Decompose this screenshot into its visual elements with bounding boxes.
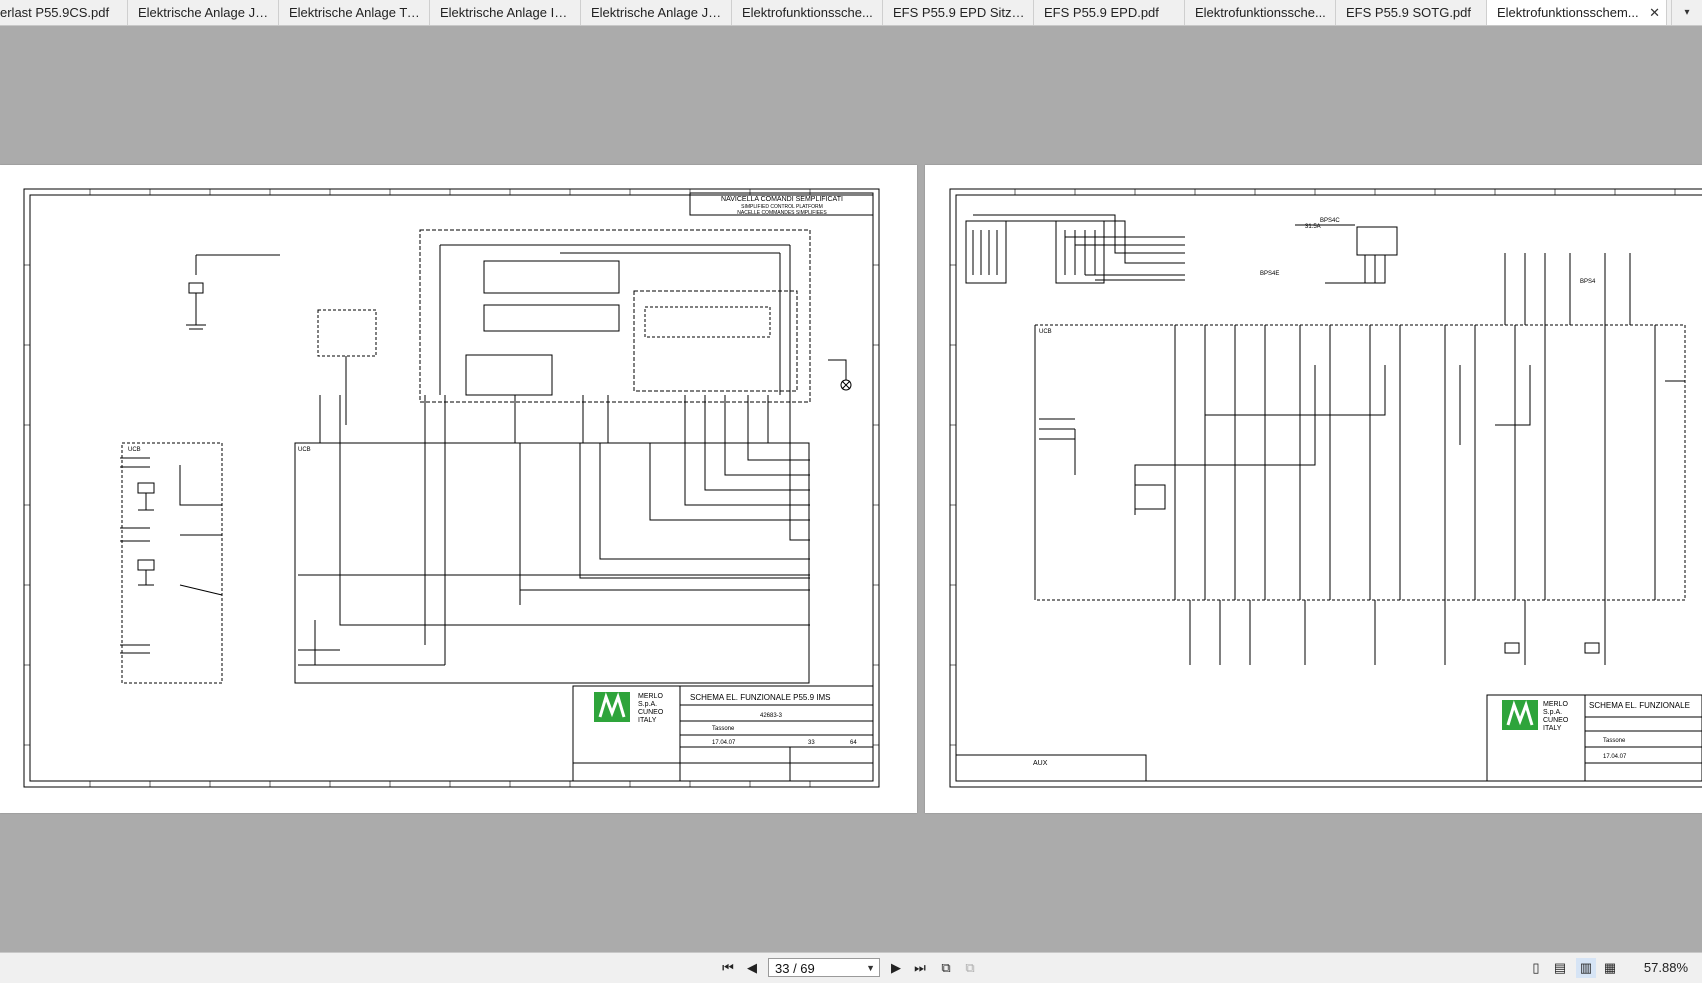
- company-line-2: S.p.A.: [1543, 709, 1562, 716]
- tab-5[interactable]: Elektrofunktionssche...: [732, 0, 883, 25]
- two-page-view-icon[interactable]: ▥: [1576, 958, 1596, 978]
- close-tab-icon[interactable]: ✕: [1649, 5, 1660, 20]
- tab-10-active[interactable]: Elektrofunktionsschem... ✕: [1487, 0, 1667, 25]
- ucb-label-left: UCB: [128, 447, 141, 453]
- bps4e-label: BPS4E: [1260, 271, 1279, 277]
- designer-name-right: Tassone: [1603, 738, 1626, 744]
- schematic-drawing-left: NAVICELLA COMANDI SEMPLIFICATI SIMPLIFIE…: [23, 188, 880, 788]
- drawing-number: 42683-3: [760, 713, 783, 719]
- tab-label: Elektrofunktionssche...: [742, 5, 873, 20]
- sheet-number: 33: [808, 740, 815, 746]
- status-bar: ⏮ ◀ 33 / 69 ▼ ▶ ⏭ ⧉ ⧉ ▯ ▤ ▥ ▦ 57.88%: [0, 952, 1702, 983]
- company-line-4: ITALY: [1543, 725, 1562, 732]
- pdf-page-right: UCB AUX MERLO S.p.A. CUNEO ITALY SCHEMA …: [925, 165, 1702, 813]
- previous-page-icon[interactable]: ◀: [747, 960, 757, 975]
- tab-label: EFS P55.9 EPD.pdf: [1044, 5, 1159, 20]
- tab-7[interactable]: EFS P55.9 EPD.pdf: [1034, 0, 1185, 25]
- document-tab-bar: erlast P55.9CS.pdf Elektrische Anlage Jo…: [0, 0, 1702, 26]
- page-indicator: 33 / 69: [775, 961, 815, 976]
- company-line-1: MERLO: [638, 693, 663, 700]
- tab-0[interactable]: erlast P55.9CS.pdf: [0, 0, 128, 25]
- bps4-label: BPS4: [1580, 279, 1596, 285]
- schema-title: SCHEMA EL. FUNZIONALE P55.9 IMS: [690, 693, 830, 702]
- aux-label: AUX: [1033, 760, 1048, 767]
- tab-9[interactable]: EFS P55.9 SOTG.pdf: [1336, 0, 1487, 25]
- next-page-icon[interactable]: ▶: [891, 960, 901, 975]
- continuous-view-icon[interactable]: ▤: [1553, 960, 1567, 975]
- ucb-label-main: UCB: [298, 447, 311, 453]
- merlo-logo-icon: [594, 692, 630, 722]
- merlo-logo-icon-right: [1502, 700, 1538, 730]
- bps4c-label: BPS4C: [1320, 218, 1340, 224]
- tab-8[interactable]: Elektrofunktionssche...: [1185, 0, 1336, 25]
- schematic-header-sub1: SIMPLIFIED CONTROL PLATFORM: [741, 204, 823, 210]
- tab-label: Elektrische Anlage IM...: [440, 5, 576, 20]
- tab-label: EFS P55.9 EPD Sitzko...: [893, 5, 1034, 20]
- designer-name: Tassone: [712, 726, 735, 732]
- tab-label: erlast P55.9CS.pdf: [0, 5, 110, 20]
- tab-label: EFS P55.9 SOTG.pdf: [1346, 5, 1471, 20]
- first-page-icon[interactable]: ⏮: [722, 960, 734, 975]
- tab-2[interactable]: Elektrische Anlage Tu...: [279, 0, 430, 25]
- schematic-header-title: NAVICELLA COMANDI SEMPLIFICATI: [721, 196, 843, 203]
- tab-1[interactable]: Elektrische Anlage Joy...: [128, 0, 279, 25]
- tab-scroll-icon[interactable]: ▾: [1671, 0, 1702, 25]
- tab-6[interactable]: EFS P55.9 EPD Sitzko...: [883, 0, 1034, 25]
- two-page-continuous-icon[interactable]: ▦: [1603, 960, 1617, 975]
- fit-page-icon[interactable]: ⧉: [941, 960, 951, 975]
- fuse-label: 31.5A: [1305, 224, 1321, 230]
- drawing-date: 17.04.07: [712, 740, 736, 746]
- rotate-icon[interactable]: ⧉: [965, 960, 975, 975]
- schematic-drawing-right: UCB AUX MERLO S.p.A. CUNEO ITALY SCHEMA …: [949, 188, 1702, 788]
- company-line-3: CUNEO: [1543, 717, 1569, 724]
- tab-label: Elektrische Anlage Tu...: [289, 5, 425, 20]
- last-page-icon[interactable]: ⏭: [914, 960, 926, 975]
- company-line-2: S.p.A.: [638, 701, 657, 708]
- tab-label: Elektrische Anlage Joy...: [138, 5, 279, 20]
- tab-label: Elektrische Anlage Joy...: [591, 5, 732, 20]
- zoom-level[interactable]: 57.88%: [1643, 960, 1688, 975]
- pdf-page-left: NAVICELLA COMANDI SEMPLIFICATI SIMPLIFIE…: [0, 165, 917, 813]
- sheet-total: 64: [850, 740, 857, 746]
- company-line-3: CUNEO: [638, 709, 664, 716]
- page-number-field[interactable]: 33 / 69 ▼: [768, 958, 880, 977]
- schematic-header-sub2: NACELLE COMMANDES SIMPLIFIEES: [737, 210, 827, 216]
- schema-title-right: SCHEMA EL. FUNZIONALE: [1589, 701, 1690, 710]
- tab-3[interactable]: Elektrische Anlage IM...: [430, 0, 581, 25]
- chevron-down-icon[interactable]: ▼: [866, 963, 875, 973]
- single-page-view-icon[interactable]: ▯: [1532, 960, 1540, 975]
- company-line-4: ITALY: [638, 717, 657, 724]
- drawing-date-right: 17.04.07: [1603, 754, 1627, 760]
- tab-4[interactable]: Elektrische Anlage Joy...: [581, 0, 732, 25]
- company-line-1: MERLO: [1543, 701, 1568, 708]
- tab-label: Elektrofunktionsschem...: [1497, 5, 1639, 20]
- tab-label: Elektrofunktionssche...: [1195, 5, 1326, 20]
- ucb-label-right: UCB: [1039, 329, 1052, 335]
